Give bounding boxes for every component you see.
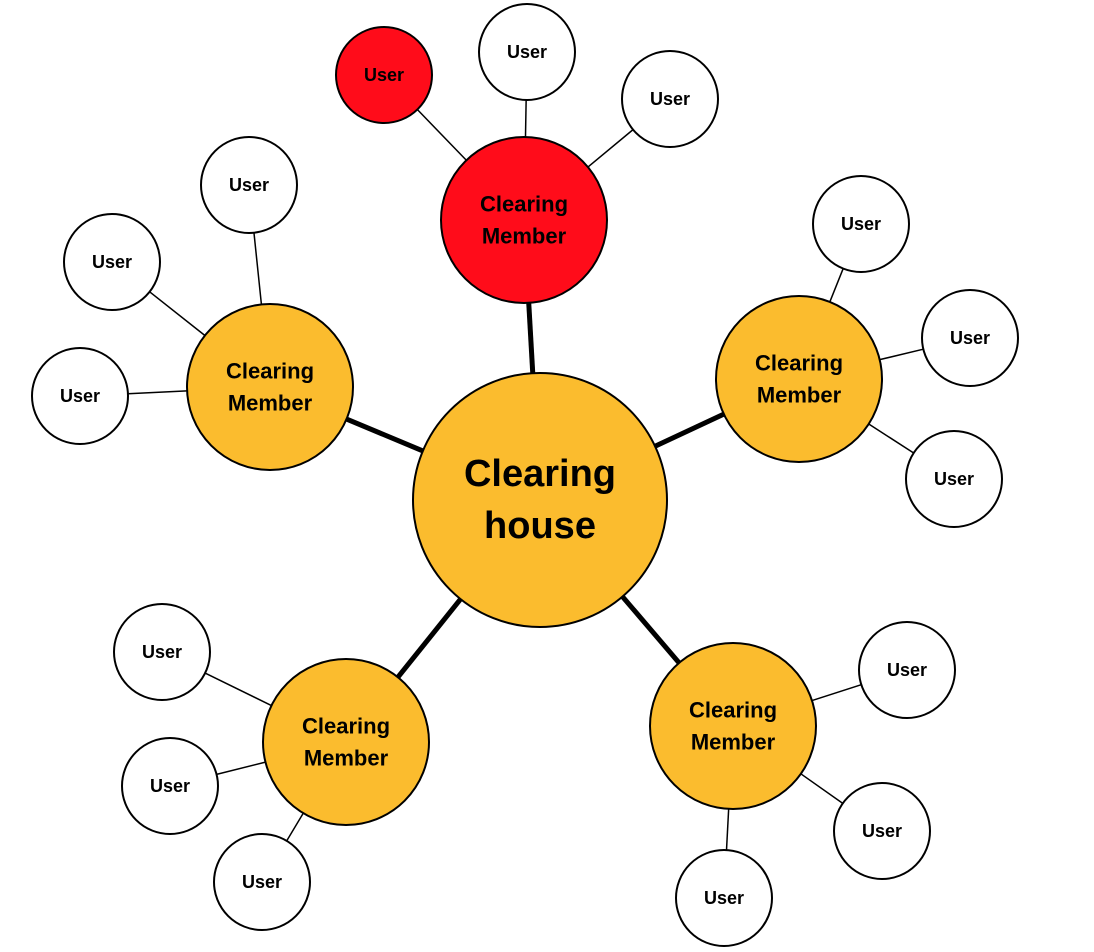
hub-member-link <box>526 302 536 374</box>
user-node-circle <box>213 833 311 931</box>
user-node: User <box>812 175 910 273</box>
member-user-link <box>204 672 272 707</box>
user-node-circle <box>335 26 433 124</box>
clearing-member-node-label: Member <box>482 224 567 249</box>
member-user-link <box>524 99 527 138</box>
user-node-circle <box>621 50 719 148</box>
clearing-member-node-circle <box>440 136 608 304</box>
user-node-circle <box>921 289 1019 387</box>
user-node: User <box>478 3 576 101</box>
member-user-link <box>725 808 730 851</box>
hub-member-link <box>620 594 682 665</box>
user-node-circle <box>31 347 129 445</box>
member-user-link <box>800 773 844 804</box>
user-node-label: User <box>887 660 927 680</box>
clearing-house-node-circle <box>412 372 668 628</box>
clearing-member-node-label: Member <box>757 383 842 408</box>
user-node-label: User <box>229 175 269 195</box>
user-node: User <box>335 26 433 124</box>
user-node-circle <box>63 213 161 311</box>
clearing-house-node-label: Clearing <box>464 453 616 495</box>
user-node-label: User <box>507 42 547 62</box>
user-node-label: User <box>364 65 404 85</box>
user-node: User <box>113 603 211 701</box>
clearing-house-node: Clearing house <box>412 372 668 628</box>
clearing-member-node-circle <box>649 642 817 810</box>
user-node-label: User <box>841 214 881 234</box>
user-node: User <box>63 213 161 311</box>
hub-member-link <box>654 411 725 449</box>
user-node: User <box>833 782 931 880</box>
member-user-link <box>127 390 188 395</box>
user-node-label: User <box>92 252 132 272</box>
user-node-circle <box>478 3 576 101</box>
clearing-member-node-circle <box>715 295 883 463</box>
user-node: User <box>121 737 219 835</box>
user-node-label: User <box>862 821 902 841</box>
member-user-link <box>829 268 844 303</box>
member-user-link <box>879 348 924 361</box>
user-node-label: User <box>650 89 690 109</box>
user-node-label: User <box>934 469 974 489</box>
clearing-member-node-label: Clearing <box>302 714 390 739</box>
user-node-circle <box>121 737 219 835</box>
user-node-circle <box>905 430 1003 528</box>
user-node-label: User <box>950 328 990 348</box>
user-node: User <box>675 849 773 947</box>
user-node-label: User <box>60 386 100 406</box>
connection-lines <box>127 99 924 851</box>
member-user-link <box>416 109 467 161</box>
clearing-member-node-circle <box>262 658 430 826</box>
user-node: User <box>31 347 129 445</box>
user-node: User <box>905 430 1003 528</box>
member-user-link <box>587 129 634 168</box>
clearing-member-node-label: Member <box>304 746 389 771</box>
user-node-circle <box>858 621 956 719</box>
clearing-house-node-label: house <box>484 505 596 547</box>
user-node-circle <box>113 603 211 701</box>
user-node-circle <box>833 782 931 880</box>
clearing-member-node-label: Clearing <box>226 359 314 384</box>
hub-member-link <box>395 597 463 679</box>
hub-member-link <box>345 416 424 454</box>
nodes: ClearinghouseClearingMemberUserUserUserC… <box>31 3 1019 947</box>
clearing-member-node-label: Clearing <box>480 192 568 217</box>
user-node-label: User <box>142 642 182 662</box>
user-node: User <box>621 50 719 148</box>
member-user-link <box>811 683 862 702</box>
user-node: User <box>858 621 956 719</box>
clearing-member-node-circle <box>186 303 354 471</box>
user-node-label: User <box>242 872 282 892</box>
user-node: User <box>921 289 1019 387</box>
clearing-member-node-label: Clearing <box>689 698 777 723</box>
user-node-label: User <box>704 888 744 908</box>
member-user-link <box>149 291 206 337</box>
user-node-label: User <box>150 776 190 796</box>
member-user-link <box>216 761 266 776</box>
user-node: User <box>200 136 298 234</box>
clearing-member-node-label: Member <box>691 730 776 755</box>
user-node-circle <box>812 175 910 273</box>
member-user-link <box>286 812 304 842</box>
member-user-link <box>868 423 915 454</box>
user-node: User <box>213 833 311 931</box>
clearing-member-node-label: Clearing <box>755 351 843 376</box>
clearing-member-node-label: Member <box>228 391 313 416</box>
user-node-circle <box>675 849 773 947</box>
user-node-circle <box>200 136 298 234</box>
member-user-link <box>253 232 263 305</box>
